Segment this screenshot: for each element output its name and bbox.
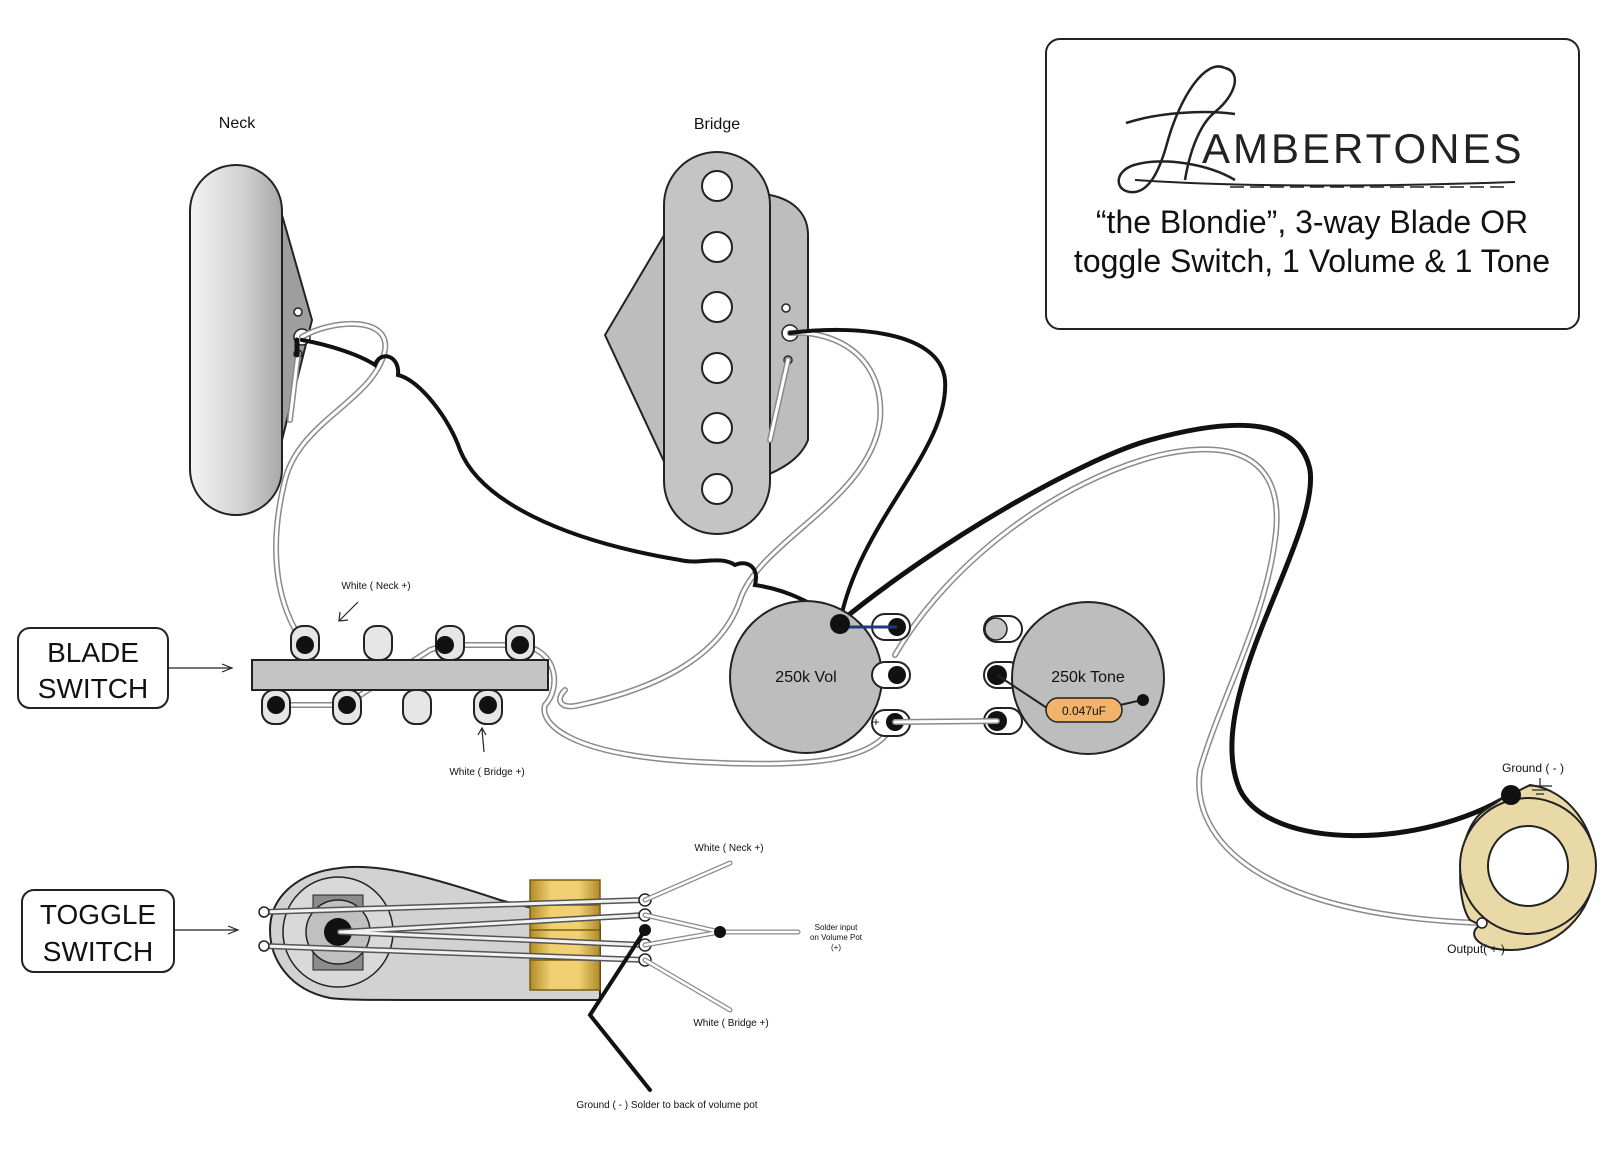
volume-pot-lugs (871, 613, 911, 737)
toggle-note-neck: White ( Neck +) (694, 843, 763, 854)
blade-switch-label-line1: BLADE (47, 637, 139, 668)
jack-ground-point (1501, 785, 1521, 805)
output-jack (1459, 778, 1597, 952)
jack-output-label: Output( + ) (1447, 942, 1505, 956)
brand-name: AMBERTONES (1202, 125, 1525, 172)
blade-note-neck-arrow (338, 601, 359, 622)
pole-piece (701, 352, 733, 384)
capacitor-value: 0.047uF (1062, 704, 1106, 718)
toggle-leaf-contacts (261, 897, 648, 963)
toggle-note-bridge: White ( Bridge +) (693, 1018, 768, 1029)
jack-ground-label: Ground ( - ) (1502, 761, 1564, 775)
toggle-ground-note: Ground ( - ) Solder to back of volume po… (576, 1100, 757, 1111)
tone-pot-label: 250k Tone (1051, 669, 1125, 686)
lambertones-logo: AMBERTONES (1117, 65, 1525, 194)
pole-piece (701, 412, 733, 444)
ground-symbol-icon (1528, 778, 1552, 795)
bridge-pole-pieces (701, 170, 733, 505)
toggle-switch-label-line2: SWITCH (43, 936, 153, 967)
solder-points (267, 636, 529, 714)
jack-output-point (1476, 917, 1488, 929)
diagram-title-line2: toggle Switch, 1 Volume & 1 Tone (1074, 243, 1550, 279)
tone-pot: 250k Tone 0.047uF (983, 601, 1165, 755)
black-wires (294, 327, 1513, 839)
blade-lug (363, 625, 393, 661)
bridge-pickup (603, 151, 809, 535)
blade-switch-label-line2: SWITCH (38, 673, 148, 704)
pole-piece (701, 291, 733, 323)
neck-pickup (189, 164, 314, 516)
title-box: AMBERTONES “the Blondie”, 3-way Blade OR… (1045, 38, 1580, 330)
blade-note-bridge-arrow (477, 726, 487, 753)
blade-switch-body (251, 659, 549, 691)
neck-pickup-label: Neck (219, 115, 256, 132)
toggle-wires (587, 860, 801, 1092)
blade-note-bridge: White ( Bridge +) (449, 767, 524, 778)
volume-plus-mark: + (872, 715, 879, 729)
bridge-pickup-label: Bridge (694, 116, 740, 133)
toggle-contact-block (529, 879, 601, 991)
blade-switch-callout: BLADE SWITCH (17, 627, 234, 709)
diagram-title-line1: “the Blondie”, 3-way Blade OR (1096, 204, 1528, 240)
blade-switch (251, 625, 549, 725)
toggle-switch (258, 865, 652, 1001)
blade-lug (402, 689, 432, 725)
solder-note-line1: Solder input (815, 923, 858, 932)
pole-piece (701, 170, 733, 202)
blade-note-neck: White ( Neck +) (341, 581, 410, 592)
volume-pot-label: 250k Vol (775, 669, 836, 686)
neck-lug-top (293, 307, 303, 317)
volume-pot: 250k Vol + (729, 600, 911, 754)
volume-ground-point (830, 614, 850, 634)
solder-note-line3: (+) (831, 943, 841, 952)
vol-tone-link-wire (892, 718, 1000, 725)
pole-piece (701, 473, 733, 505)
bridge-lug-top (781, 303, 791, 313)
capacitor: 0.047uF (1045, 697, 1123, 723)
toggle-switch-label-line1: TOGGLE (40, 899, 156, 930)
toggle-switch-callout: TOGGLE SWITCH (21, 889, 240, 973)
pole-piece (701, 231, 733, 263)
solder-note-line2: on Volume Pot (810, 933, 863, 942)
